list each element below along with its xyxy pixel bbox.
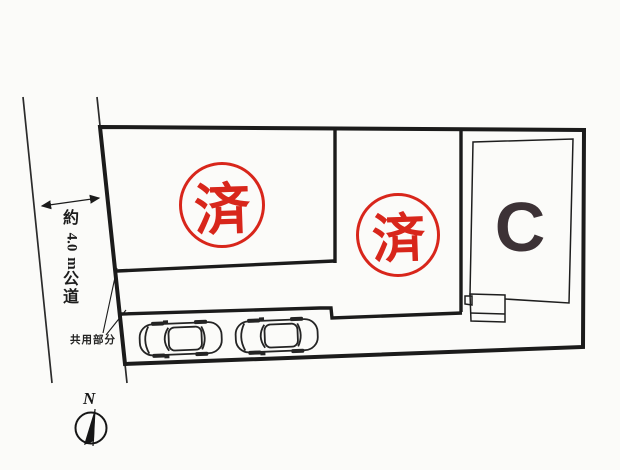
road-label-kanji-1: 公 — [62, 271, 79, 288]
north-label: N — [83, 389, 96, 408]
lot2-status-text: 済 — [370, 209, 426, 270]
lot-divider-lines — [116, 129, 463, 320]
parking-top-line — [120, 306, 463, 320]
plot-outer-boundary — [97, 124, 587, 367]
road-width-label: 約 4.0 m 公 道 — [57, 210, 85, 308]
road-label-unit: m — [63, 257, 80, 270]
road-label-kanji-2: 道 — [62, 289, 79, 306]
road-label-width-value: 4.0 — [63, 232, 79, 252]
road-width-arrow — [40, 194, 101, 210]
common-area-leader-lines — [102, 267, 127, 336]
lot1-status-text: 済 — [193, 176, 252, 242]
car-icon — [234, 316, 319, 356]
north-compass-icon — [74, 408, 108, 447]
common-area-label: 共用部分 — [70, 334, 116, 346]
car-icon — [138, 319, 223, 359]
road-left-edge — [22, 96, 53, 384]
lot1-bottom-line — [116, 259, 335, 273]
lot2-sold-stamp: 済 — [356, 193, 440, 277]
lot-c-label: C — [494, 188, 546, 266]
road-label-approx: 約 — [62, 210, 79, 227]
lot1-sold-stamp: 済 — [179, 162, 265, 248]
utility-box — [464, 293, 506, 323]
lot-c-inner-outline — [469, 138, 574, 304]
